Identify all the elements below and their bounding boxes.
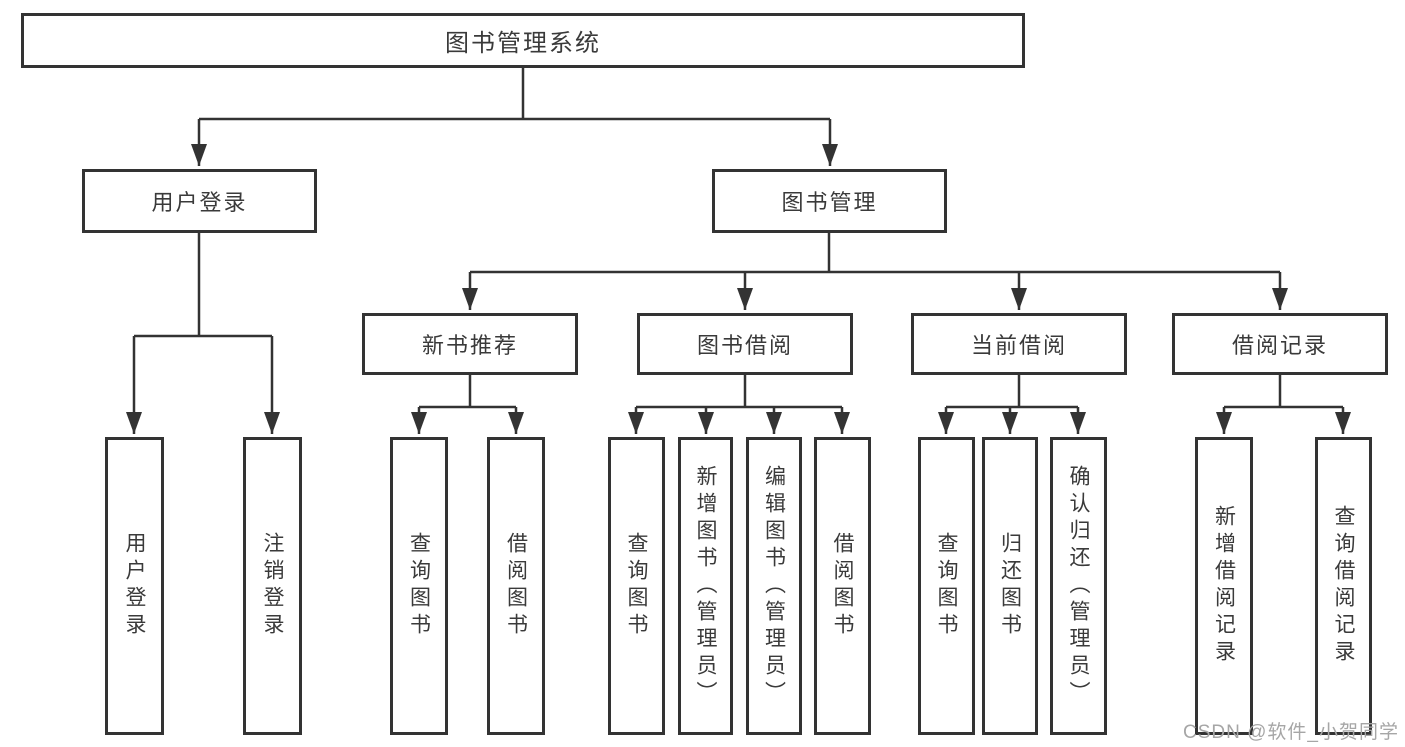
leaf-label: 查询图书: [625, 532, 648, 640]
node-current-borrowing: 当前借阅: [911, 313, 1127, 375]
leaf-label: 新增借阅记录: [1212, 505, 1236, 667]
leaf-label: 查询图书: [935, 532, 958, 640]
node-book-borrowing: 图书借阅: [637, 313, 853, 375]
node-label: 用户登录: [151, 190, 248, 215]
leaf-label: 归还图书: [998, 532, 1022, 640]
leaf-confirm-return-admin: 确认归还（管理员）: [1050, 437, 1107, 735]
leaf-label: 借阅图书: [504, 532, 528, 640]
leaf-label: 新增图书（管理员）: [694, 464, 717, 708]
leaf-user-login: 用户登录: [105, 437, 164, 735]
node-new-book-recommendation: 新书推荐: [362, 313, 578, 375]
leaf-query-borrow-record: 查询借阅记录: [1315, 437, 1372, 735]
node-label: 图书管理系统: [445, 30, 601, 57]
node-library-management-system: 图书管理系统: [21, 13, 1025, 68]
leaf-label: 查询图书: [407, 532, 431, 640]
leaf-add-borrow-record: 新增借阅记录: [1195, 437, 1253, 735]
node-label: 图书借阅: [696, 333, 793, 358]
leaf-query-books-recommend: 查询图书: [390, 437, 448, 735]
leaf-borrow-books: 借阅图书: [814, 437, 871, 735]
node-label: 图书管理: [781, 190, 878, 215]
leaf-label: 借阅图书: [831, 532, 854, 640]
node-user-login: 用户登录: [82, 169, 317, 233]
leaf-return-books: 归还图书: [982, 437, 1038, 735]
node-book-management: 图书管理: [712, 169, 947, 233]
leaf-edit-books-admin: 编辑图书（管理员）: [746, 437, 802, 735]
leaf-query-books-current: 查询图书: [918, 437, 975, 735]
leaf-logout: 注销登录: [243, 437, 302, 735]
leaf-label: 用户登录: [123, 532, 146, 640]
leaf-query-books-borrowing: 查询图书: [608, 437, 665, 735]
leaf-label: 注销登录: [261, 532, 284, 640]
node-label: 当前借阅: [970, 333, 1067, 358]
leaf-add-books-admin: 新增图书（管理员）: [678, 437, 733, 735]
leaf-borrow-books-recommend: 借阅图书: [487, 437, 545, 735]
node-label: 新书推荐: [421, 333, 518, 358]
node-label: 借阅记录: [1231, 333, 1328, 358]
node-borrowing-records: 借阅记录: [1172, 313, 1388, 375]
leaf-label: 确认归还（管理员）: [1067, 464, 1090, 708]
leaf-label: 查询借阅记录: [1332, 505, 1355, 667]
leaf-label: 编辑图书（管理员）: [762, 464, 786, 708]
csdn-watermark: CSDN @软件_小贺同学: [1183, 722, 1399, 743]
